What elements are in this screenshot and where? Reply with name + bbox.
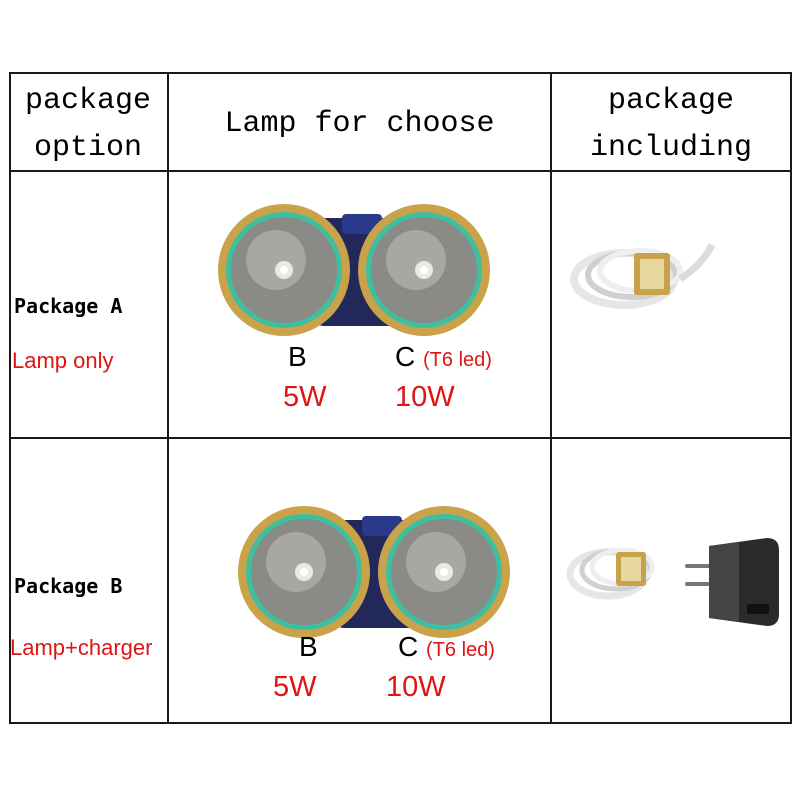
package-a-watt-b: 5W <box>283 381 327 413</box>
package-b-lamp-c-note: (T6 led) <box>426 639 495 661</box>
header-package-option-line1: package <box>24 84 152 118</box>
usb-cable-image-a <box>570 243 716 309</box>
package-a-lamp-c-note: (T6 led) <box>423 349 492 371</box>
package-b-name: Package B <box>14 574 123 598</box>
header-package-including-line1: package <box>607 84 735 118</box>
table-border-left <box>9 72 11 724</box>
lamp-pair-image-a <box>218 204 490 336</box>
header-lamp-for-choose: Lamp for choose <box>224 107 495 141</box>
header-package-option-line2: option <box>33 131 143 165</box>
package-b-lamp-c-letter: C <box>398 631 419 662</box>
column-divider-1 <box>167 72 169 724</box>
package-a-lamp-b-label: B <box>288 341 307 372</box>
package-a-label: Package A <box>14 294 122 318</box>
lamp-pair-image-b <box>238 506 510 638</box>
package-a-subtitle: Lamp only <box>12 348 114 373</box>
column-divider-2 <box>550 72 552 724</box>
header-package-including-line2: including <box>589 131 753 165</box>
package-b-watt-c: 10W <box>386 671 446 703</box>
package-b-lamp-b-label: B <box>299 631 318 662</box>
package-a-name: Package A <box>14 294 123 318</box>
table-border-right <box>790 72 792 724</box>
table-border-top <box>9 72 792 74</box>
row-divider-2 <box>9 437 792 439</box>
header-package-option: package option <box>9 78 167 172</box>
package-b-subtitle: Lamp+charger <box>10 635 153 660</box>
header-package-including: package including <box>552 78 790 172</box>
package-b-lamp-c-label: C (T6 led) <box>398 631 495 663</box>
row-divider-1 <box>9 170 792 172</box>
package-b-watt-b: 5W <box>273 671 317 703</box>
package-a-watt-c: 10W <box>395 381 455 413</box>
charger-adapter-image <box>685 538 779 626</box>
package-a-lamp-c-letter: C <box>395 341 416 372</box>
table-border-bottom <box>9 722 792 724</box>
package-a-lamp-c-label: C (T6 led) <box>395 341 492 373</box>
package-table: package option Lamp for choose package i… <box>9 72 792 724</box>
package-b-label: Package B <box>14 574 122 598</box>
usb-cable-image-b <box>566 547 655 600</box>
